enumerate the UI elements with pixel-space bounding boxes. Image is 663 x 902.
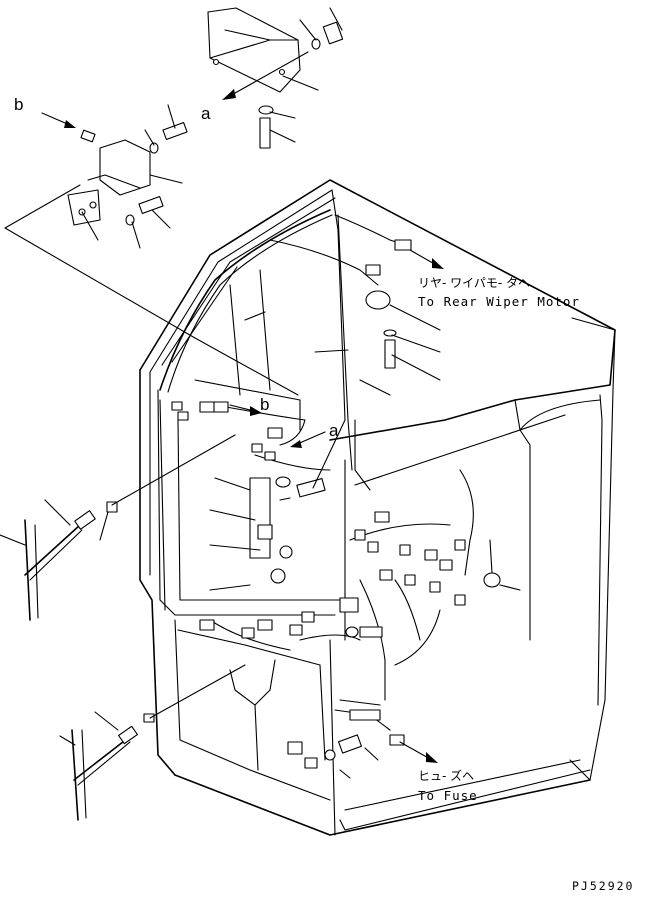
wiper-motor-cover — [207, 7, 301, 93]
destination-notes: リヤ- ワイパモ- タヘ To Rear Wiper Motor ヒュ- ズヘ … — [418, 276, 580, 803]
cab-frame — [139, 179, 616, 836]
callout-a-top: a — [201, 104, 211, 123]
front-wiper-upper — [24, 510, 96, 621]
fuse-note-en: To Fuse — [418, 788, 478, 803]
wire-harness — [159, 209, 474, 731]
callout-labels: b a b a — [14, 95, 339, 440]
connectors — [106, 239, 501, 769]
bolt-mid-left — [125, 121, 188, 226]
switch-bracket — [67, 129, 151, 226]
bolt-top — [311, 21, 344, 50]
rear-wiper-note-jp: リヤ- ワイパモ- タヘ — [418, 276, 530, 290]
leader-lines — [0, 7, 616, 779]
callout-a-mid: a — [329, 421, 339, 440]
drawing-code: PJ52920 — [572, 879, 634, 893]
fuse-note-jp: ヒュ- ズヘ — [418, 768, 474, 783]
callout-b-top: b — [14, 95, 23, 114]
rear-wiper-note-en: To Rear Wiper Motor — [418, 294, 580, 309]
front-wiper-lower — [71, 725, 138, 821]
callout-b-mid: b — [260, 395, 269, 414]
washer-nut-top — [258, 105, 274, 149]
arrows — [41, 51, 444, 763]
